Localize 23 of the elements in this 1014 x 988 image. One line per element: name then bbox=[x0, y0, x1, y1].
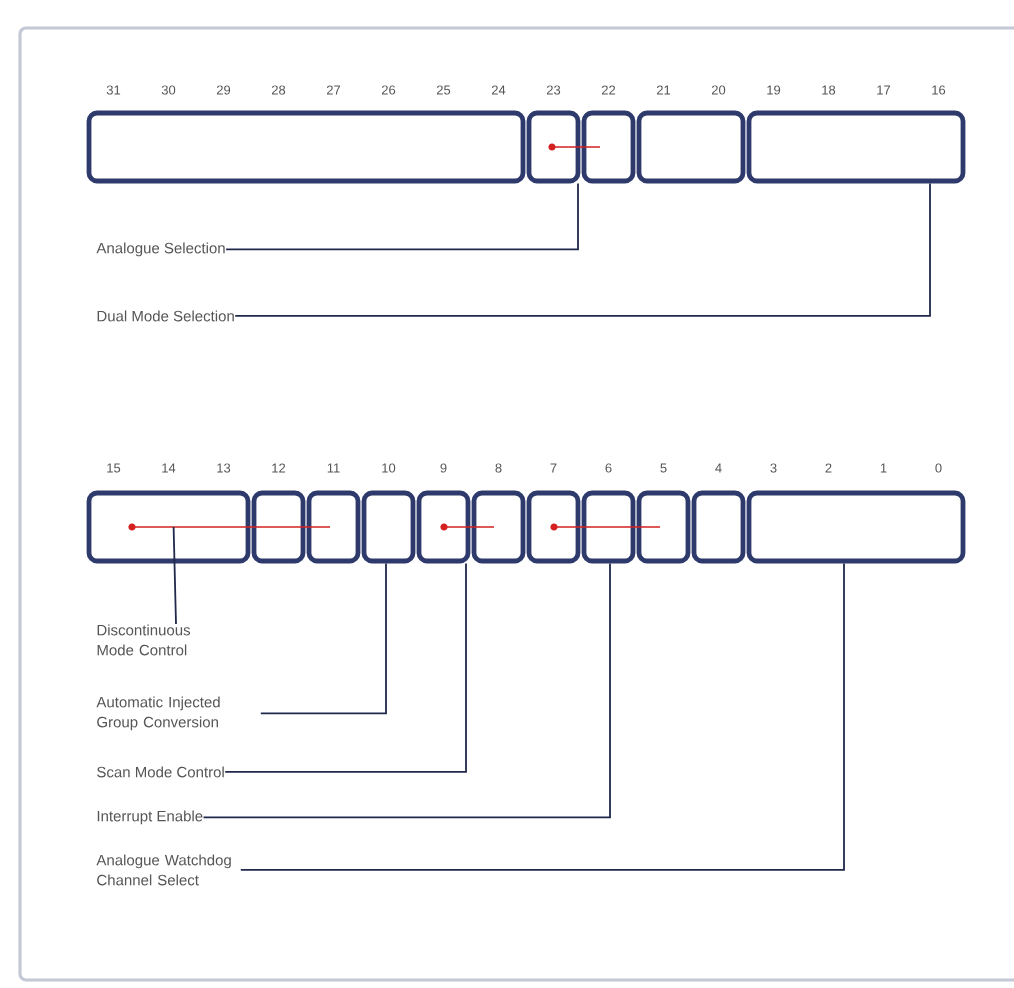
register-field bbox=[636, 110, 746, 184]
register-field bbox=[636, 490, 691, 564]
leader-line bbox=[259, 562, 387, 715]
leader-line bbox=[239, 562, 845, 871]
register-field bbox=[251, 490, 306, 564]
leader-line bbox=[225, 182, 579, 251]
register-field bbox=[581, 110, 636, 184]
register-field bbox=[471, 490, 526, 564]
leader-line bbox=[224, 562, 467, 773]
leader-line bbox=[234, 182, 931, 317]
register-field bbox=[526, 490, 581, 564]
register-field bbox=[526, 110, 581, 184]
leader-line bbox=[202, 562, 611, 819]
register-field bbox=[306, 490, 361, 564]
leader-line bbox=[172, 526, 177, 625]
register-field bbox=[581, 490, 636, 564]
register-field bbox=[746, 490, 966, 564]
register-field bbox=[361, 490, 416, 564]
register-field bbox=[86, 110, 526, 184]
register-field bbox=[746, 110, 966, 184]
register-field bbox=[416, 490, 471, 564]
register-field bbox=[691, 490, 746, 564]
register-field bbox=[86, 490, 251, 564]
